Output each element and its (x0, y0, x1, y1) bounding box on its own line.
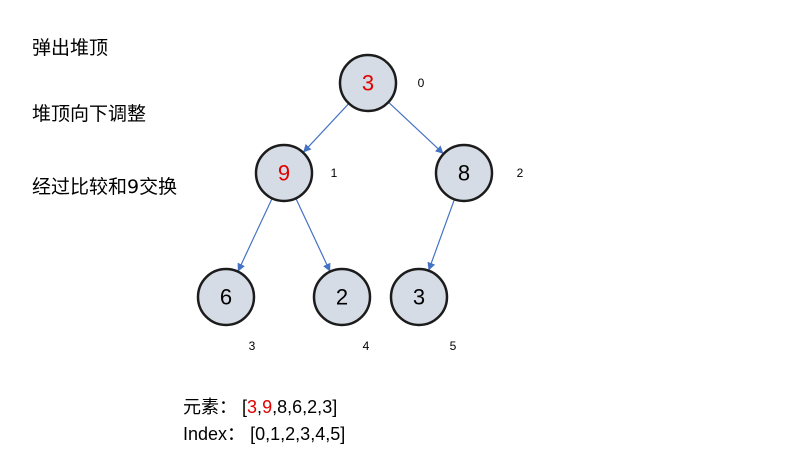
tree-node-3: 63 (196, 267, 256, 353)
elements-values: [3,9,8,6,2,3] (242, 397, 338, 417)
array-item: 6 (292, 397, 303, 417)
edge-2-5 (427, 199, 456, 271)
array-index-row: Index： [0,1,2,3,4,5] (183, 420, 345, 446)
step-sift-down: 堆顶向下调整 (32, 103, 147, 125)
node-index-label: 3 (249, 339, 256, 353)
tree-node-5: 35 (389, 267, 457, 353)
tree-node-4: 24 (312, 267, 372, 353)
array-item: 9 (262, 397, 273, 417)
node-value: 3 (413, 285, 425, 310)
step-compare-swap: 经过比较和9交换 (32, 176, 178, 198)
index-values: [0,1,2,3,4,5] (250, 424, 346, 444)
array-item: 5 (330, 424, 341, 444)
node-circle (338, 53, 398, 113)
array-elements-row: 元素： [3,9,8,6,2,3] (183, 393, 337, 419)
node-value: 3 (362, 71, 374, 96)
array-item: 3 (322, 397, 333, 417)
array-item: 0 (255, 424, 266, 444)
array-item: 3 (247, 397, 258, 417)
node-index-label: 2 (517, 166, 524, 180)
array-item: 3 (300, 424, 311, 444)
node-index-label: 5 (450, 339, 457, 353)
node-value: 8 (458, 161, 470, 186)
node-value: 2 (336, 285, 348, 310)
edge-0-1 (303, 103, 350, 153)
step-pop-top: 弹出堆顶 (32, 37, 109, 59)
edge-1-3 (237, 198, 273, 272)
node-index-label: 0 (418, 76, 425, 90)
edge-1-4 (295, 198, 331, 272)
node-value: 6 (220, 285, 232, 310)
array-item: 2 (285, 424, 296, 444)
node-circle (254, 143, 314, 203)
elements-label: 元素： (183, 397, 237, 417)
node-circle (196, 267, 256, 327)
node-value: 9 (278, 161, 290, 186)
node-index-label: 1 (331, 166, 338, 180)
node-circle (389, 267, 449, 327)
array-item: 8 (277, 397, 288, 417)
node-circle (434, 143, 494, 203)
array-item: 1 (270, 424, 281, 444)
edge-0-2 (388, 101, 444, 154)
array-item: 4 (315, 424, 326, 444)
array-item: 2 (307, 397, 318, 417)
index-label: Index： (183, 424, 246, 444)
node-circle (312, 267, 372, 327)
node-index-label: 4 (363, 339, 370, 353)
